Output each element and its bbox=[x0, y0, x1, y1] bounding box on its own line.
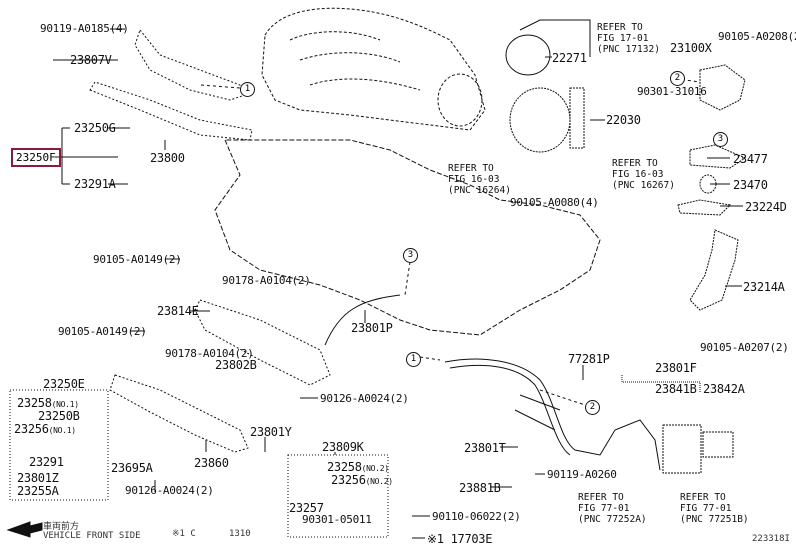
part-label[interactable]: 90178-A0104(2) bbox=[165, 347, 254, 360]
part-label[interactable]: 90301-31016 bbox=[637, 85, 707, 98]
part-variant: (NO.1) bbox=[48, 426, 76, 435]
part-number: 23256 bbox=[14, 422, 49, 436]
part-label[interactable]: 23258(NO.1) bbox=[17, 397, 79, 411]
part-label[interactable]: 23256(NO.1) bbox=[14, 423, 76, 437]
highlighted-part-label[interactable]: 23250F bbox=[11, 148, 61, 167]
part-label[interactable]: 90105-A0149(2) bbox=[58, 325, 147, 338]
callout-2: 2 bbox=[585, 400, 600, 415]
callout-1: 1 bbox=[406, 352, 421, 367]
part-label[interactable]: 23291 bbox=[29, 455, 64, 469]
footnote-mark: ※1 C bbox=[172, 529, 196, 539]
part-label[interactable]: 90105-A0207(2) bbox=[700, 341, 789, 354]
vehicle-front-arrow bbox=[8, 522, 42, 537]
part-label[interactable]: 23214A bbox=[743, 280, 785, 294]
part-variant: (NO.2) bbox=[365, 477, 393, 486]
part-label[interactable]: 90105-A0208(2) bbox=[718, 30, 796, 43]
part-label[interactable]: 23800 bbox=[150, 151, 185, 165]
part-label[interactable]: 23802B bbox=[215, 358, 257, 372]
part-label[interactable]: 23842A bbox=[703, 382, 745, 396]
part-label[interactable]: 23881B bbox=[459, 481, 501, 495]
footnote-code: 1310 bbox=[229, 529, 251, 539]
part-label[interactable]: 23250G bbox=[74, 121, 116, 135]
part-label[interactable]: 23801Z bbox=[17, 471, 59, 485]
part-label[interactable]: 22271 bbox=[552, 51, 587, 65]
part-label[interactable]: 23809K bbox=[322, 440, 364, 454]
part-number: 23256 bbox=[331, 473, 366, 487]
fuel-lines-drawing bbox=[325, 295, 660, 470]
part-label[interactable]: 23224D bbox=[745, 200, 787, 214]
part-label[interactable]: 23814E bbox=[157, 304, 199, 318]
part-label[interactable]: ※1 17703E bbox=[427, 532, 493, 546]
callout-1: 1 bbox=[240, 82, 255, 97]
part-variant: (NO.1) bbox=[51, 400, 79, 409]
part-label[interactable]: 90110-06022(2) bbox=[432, 510, 521, 523]
part-label[interactable]: 90301-05011 bbox=[302, 513, 372, 526]
part-label[interactable]: 23470 bbox=[733, 178, 768, 192]
leader-lines bbox=[53, 20, 743, 538]
part-label[interactable]: 90105-A0149(2) bbox=[93, 253, 182, 266]
reference-note[interactable]: REFER TO FIG 16-03 (PNC 16264) bbox=[448, 163, 511, 196]
part-label[interactable]: 23801T bbox=[464, 441, 506, 455]
reference-note[interactable]: REFER TO FIG 17-01 (PNC 17132) bbox=[597, 22, 660, 55]
part-label[interactable]: 23860 bbox=[194, 456, 229, 470]
part-label[interactable]: 23256(NO.2) bbox=[331, 474, 393, 488]
intake-manifold-drawing bbox=[262, 8, 485, 130]
part-number: 23258 bbox=[17, 396, 52, 410]
part-label[interactable]: 23258(NO.2) bbox=[327, 461, 389, 475]
part-label[interactable]: 23255A bbox=[17, 484, 59, 498]
part-number: 23258 bbox=[327, 460, 362, 474]
part-label[interactable]: 23801F bbox=[655, 361, 697, 375]
part-label[interactable]: 90119-A0185(4) bbox=[40, 22, 129, 35]
part-label[interactable]: 77281P bbox=[568, 352, 610, 366]
reference-note[interactable]: REFER TO FIG 77-01 (PNC 77252A) bbox=[578, 492, 647, 525]
part-label[interactable]: 23100X bbox=[670, 41, 712, 55]
part-label[interactable]: 23695A bbox=[111, 461, 153, 475]
part-label[interactable]: 23291A bbox=[74, 177, 116, 191]
upper-fuel-rail-drawing bbox=[90, 30, 252, 140]
part-label[interactable]: 90178-A0104(2) bbox=[222, 274, 311, 287]
part-label[interactable]: 23250E bbox=[43, 377, 85, 391]
part-label[interactable]: 90105-A0080(4) bbox=[510, 196, 599, 209]
reference-note[interactable]: REFER TO FIG 77-01 (PNC 77251B) bbox=[680, 492, 749, 525]
part-label[interactable]: 23801Y bbox=[250, 425, 292, 439]
reference-note[interactable]: REFER TO FIG 16-03 (PNC 16267) bbox=[612, 158, 675, 191]
part-label[interactable]: 23807V bbox=[70, 53, 112, 67]
engine-block-outline bbox=[215, 140, 600, 335]
part-label[interactable]: 23841B bbox=[655, 382, 697, 396]
part-label[interactable]: 90126-A0024(2) bbox=[125, 484, 214, 497]
part-label[interactable]: 23801P bbox=[351, 321, 393, 335]
throttle-body-drawing bbox=[506, 35, 584, 152]
part-label[interactable]: 23257 bbox=[289, 501, 324, 515]
figure-id: 223318I bbox=[752, 534, 790, 544]
part-label[interactable]: 23477 bbox=[733, 152, 768, 166]
part-label[interactable]: 22030 bbox=[606, 113, 641, 127]
vehicle-front-jp: 車両前方 bbox=[43, 522, 80, 532]
part-label[interactable]: 23250B bbox=[38, 409, 80, 423]
part-label[interactable]: 90119-A0260 bbox=[547, 468, 617, 481]
part-variant: (NO.2) bbox=[361, 464, 389, 473]
lower-fuel-rail-drawing bbox=[110, 300, 330, 452]
callout-3: 3 bbox=[713, 132, 728, 147]
callout-3: 3 bbox=[403, 248, 418, 263]
vehicle-front-label: VEHICLE FRONT SIDE bbox=[43, 531, 141, 541]
callout-2: 2 bbox=[670, 71, 685, 86]
part-label[interactable]: 90126-A0024(2) bbox=[320, 392, 409, 405]
